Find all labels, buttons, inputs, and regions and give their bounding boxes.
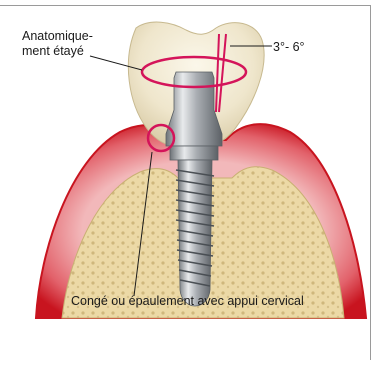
anatomic-support-label: Anatomique- ment étayé (22, 29, 93, 59)
cervical-shoulder-label: Congé ou épaulement avec appui cervical (71, 294, 304, 309)
abutment-collar (170, 146, 218, 160)
angle-label: 3°- 6° (273, 40, 305, 55)
anatomic-label-line1: Anatomique- (22, 29, 93, 44)
anatomic-label-line2: ment étayé (22, 44, 93, 59)
